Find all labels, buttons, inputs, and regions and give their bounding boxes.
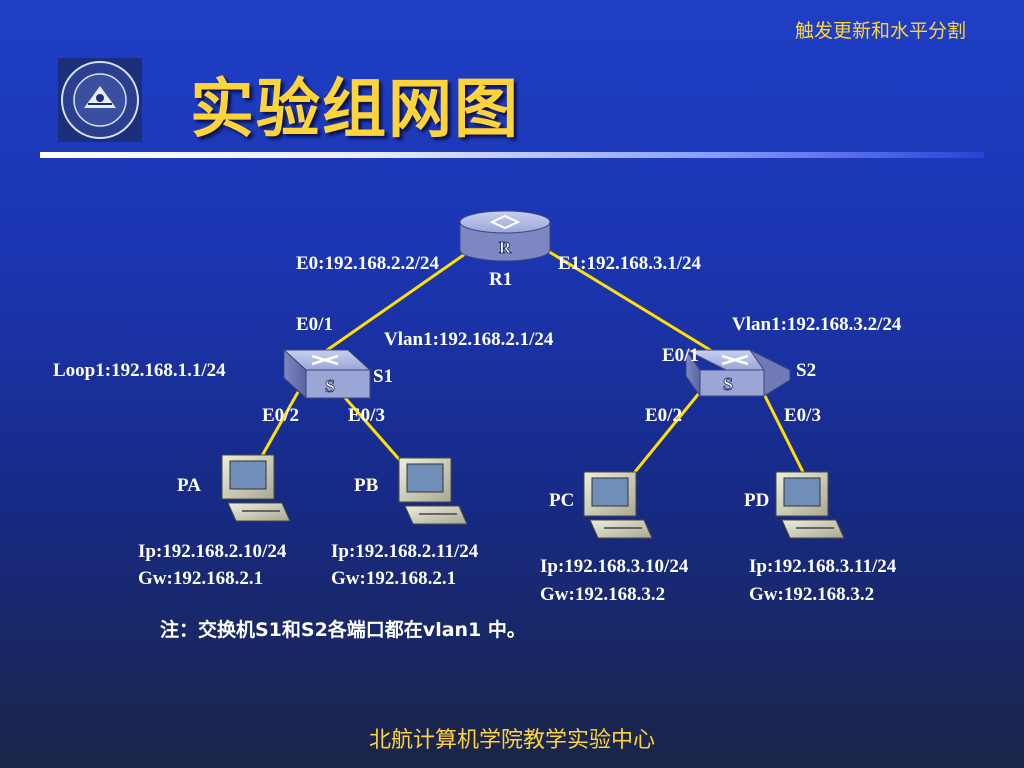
- pc-pd-icon: [775, 471, 845, 539]
- s1-up-port-label: E0/1: [296, 314, 333, 335]
- host-pb-ip: Ip:192.168.2.11/24: [331, 541, 479, 562]
- s2-port-b-label: E0/3: [784, 405, 821, 426]
- link-s1-pa: [256, 391, 300, 464]
- diagram-note: 注：交换机S1和S2各端口都在vlan1 中。: [160, 619, 526, 641]
- link-r1-s1: [319, 243, 479, 357]
- switch-s1-icon-label: S: [325, 376, 335, 396]
- page-title: 实验组网图: [190, 73, 520, 147]
- host-pc-gw: Gw:192.168.3.2: [540, 584, 666, 605]
- pc-pa-icon: [221, 454, 291, 522]
- link-s1-pb: [338, 391, 407, 467]
- link-s2-pc: [628, 391, 702, 479]
- host-pb-gw: Gw:192.168.2.1: [331, 568, 457, 589]
- r1-e0-label: E0:192.168.2.2/24: [296, 253, 440, 274]
- switch-s2-icon: S: [685, 348, 791, 398]
- host-pa-ip: Ip:192.168.2.10/24: [138, 541, 287, 562]
- link-r1-s2: [537, 243, 721, 358]
- host-pc-name: PC: [549, 490, 575, 511]
- router-icon: R: [459, 210, 551, 262]
- links: [256, 243, 807, 479]
- pc-pc-icon: [583, 471, 653, 539]
- s1-loop-label: Loop1:192.168.1.1/24: [53, 360, 226, 381]
- university-logo: [58, 58, 142, 142]
- link-s2-pd: [762, 393, 807, 477]
- host-pd-name: PD: [744, 490, 770, 511]
- s1-port-b-label: E0/3: [348, 405, 385, 426]
- host-pa-gw: Gw:192.168.2.1: [138, 568, 264, 589]
- s2-name: S2: [796, 360, 817, 381]
- host-pd-ip: Ip:192.168.3.11/24: [749, 556, 897, 577]
- r1-e1-label: E1:192.168.3.1/24: [558, 253, 702, 274]
- switch-s1-icon: S: [282, 348, 372, 400]
- s2-port-a-label: E0/2: [645, 405, 682, 426]
- host-pa-name: PA: [177, 475, 201, 496]
- host-pd-gw: Gw:192.168.3.2: [749, 584, 875, 605]
- s1-vlan-label: Vlan1:192.168.2.1/24: [384, 329, 554, 350]
- slide-topic: 触发更新和水平分割: [794, 20, 966, 42]
- router-icon-label: R: [499, 238, 512, 257]
- r1-name: R1: [489, 269, 513, 290]
- footer-text: 北航计算机学院教学实验中心: [368, 728, 655, 753]
- title-divider: [40, 152, 984, 158]
- s1-name: S1: [373, 366, 394, 387]
- s2-up-port-label: E0/1: [662, 345, 699, 366]
- switch-s2-icon-label: S: [723, 374, 733, 394]
- s1-port-a-label: E0/2: [262, 405, 299, 426]
- host-pc-ip: Ip:192.168.3.10/24: [540, 556, 689, 577]
- host-pb-name: PB: [354, 475, 379, 496]
- pc-pb-icon: [398, 457, 468, 525]
- s2-vlan-label: Vlan1:192.168.3.2/24: [732, 314, 902, 335]
